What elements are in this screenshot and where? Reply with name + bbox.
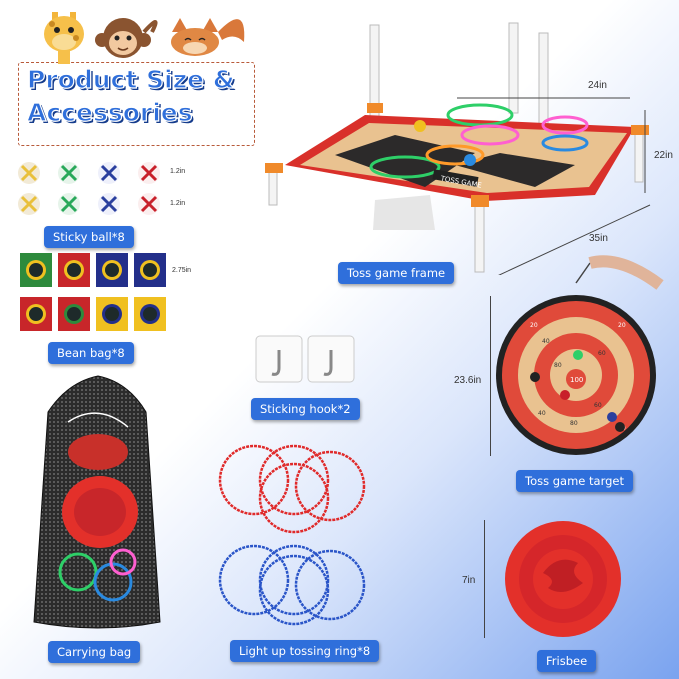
sticking-hook-illustration: [255, 335, 355, 383]
bean-bag-icon: [20, 253, 166, 331]
bag-size: 2.75in: [172, 267, 192, 274]
target-score-4: 80: [554, 362, 562, 369]
target-score-2: 40: [542, 338, 550, 345]
title-line-1: Product Size &: [26, 64, 235, 94]
sticky-ball-grid: [18, 162, 160, 215]
frame-depth-dimension: 35in: [589, 233, 608, 244]
carrying-bag-label: Carrying bag: [48, 641, 141, 663]
ball-size-1: 1.2in: [170, 168, 186, 175]
frame-width-dimension: 24in: [588, 80, 607, 91]
giraffe-icon: [44, 12, 84, 64]
ball-size-2: 1.2in: [170, 200, 186, 207]
toss-frame-label: Toss game frame: [338, 262, 455, 284]
toss-target-label: Toss game target: [516, 470, 633, 492]
hook-icon: [255, 335, 355, 383]
frisbee-illustration: [505, 521, 621, 637]
target-score-8: 60: [594, 402, 602, 409]
toss-target-illustration: 100 20 40 60 80 20 40 60 80 20: [496, 255, 664, 455]
target-diameter-dimension: 23.6in: [454, 375, 482, 386]
frame-depth-line: [498, 204, 651, 275]
target-score-center: 100: [570, 376, 583, 384]
monkey-icon: [95, 18, 158, 58]
red-ring-icon: [218, 444, 366, 534]
tossing-ring-label: Light up tossing ring*8: [230, 640, 380, 662]
blue-ring-icon: [218, 544, 366, 626]
bean-bag-grid: [20, 253, 166, 331]
target-dimension-line: [490, 296, 492, 456]
hand-icon: [588, 255, 664, 290]
frisbee-diameter-dimension: 7in: [462, 575, 476, 586]
bean-bag-label: Bean bag*8: [48, 342, 134, 364]
sticking-hook-label: Sticking hook*2: [251, 398, 360, 420]
target-score-6: 20: [618, 322, 626, 329]
target-score-3: 60: [598, 350, 606, 357]
frisbee-label: Frisbee: [537, 650, 597, 672]
target-score-9: 80: [570, 420, 578, 427]
tossing-rings-illustration: [218, 444, 366, 626]
frisbee-dimension-line: [484, 520, 486, 638]
sticky-ball-icon: [18, 162, 160, 215]
carrying-bag-illustration: [33, 375, 161, 629]
toss-frame-illustration: TOSS GAME: [265, 22, 651, 275]
target-score-1: 20: [530, 322, 538, 329]
title-box: Product Size & Accessories: [18, 62, 255, 146]
target-score-7: 40: [538, 410, 546, 417]
title-line-2: Accessories: [26, 97, 193, 127]
fox-icon: [171, 18, 245, 56]
sticky-ball-label: Sticky ball*8: [44, 226, 134, 248]
frame-height-dimension: 22in: [654, 150, 673, 161]
animal-heads-icon: [44, 12, 245, 64]
